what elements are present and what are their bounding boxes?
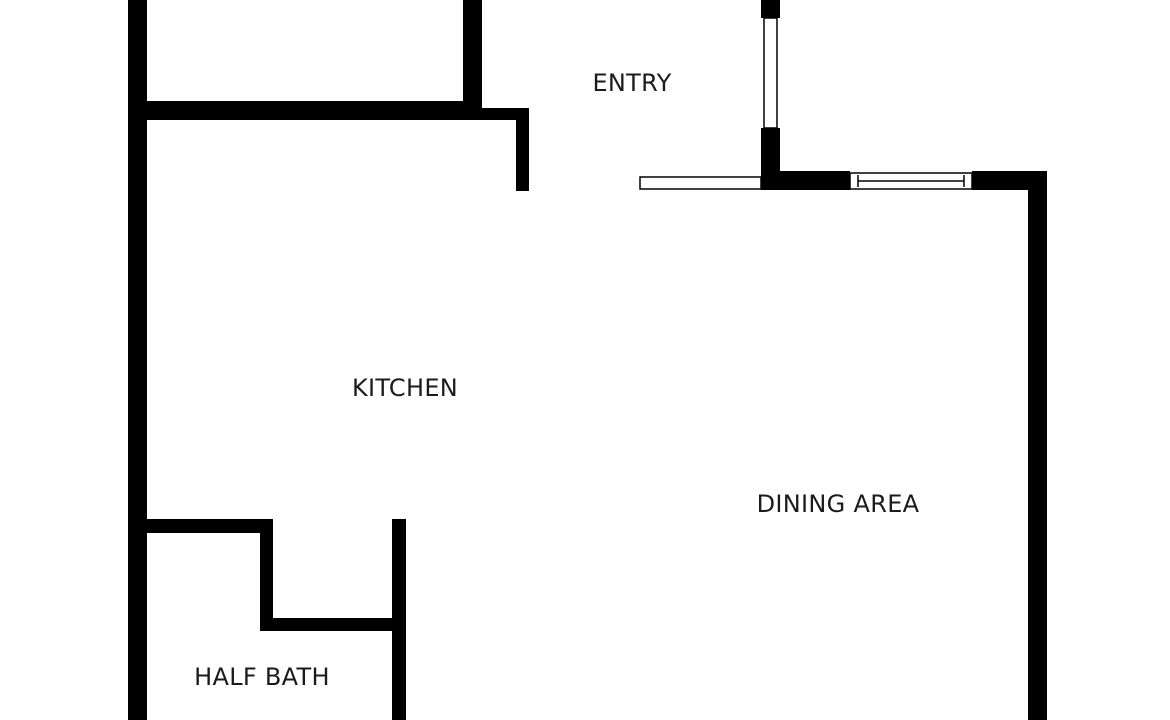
wall-closet-right xyxy=(463,0,482,108)
walls xyxy=(128,0,1047,720)
room-label-half-bath: HALF BATH xyxy=(194,663,330,691)
wall-entry-right-top xyxy=(761,0,780,18)
wall-kitchen-stub xyxy=(516,108,529,191)
wall-kitchen-top xyxy=(147,101,482,120)
wall-dining-top-right xyxy=(972,171,1046,190)
wall-bath-notch-horizontal xyxy=(260,618,406,631)
wall-dining-top-left xyxy=(780,171,850,190)
room-label-entry: ENTRY xyxy=(592,69,671,97)
wall-left-exterior xyxy=(128,0,147,720)
wall-entry-right-bottom xyxy=(761,128,780,190)
room-label-dining-area: DINING AREA xyxy=(757,490,920,518)
wall-bath-notch-vertical xyxy=(260,519,273,631)
wall-bath-top xyxy=(147,519,272,533)
wall-right-exterior xyxy=(1028,171,1047,720)
room-labels: ENTRY KITCHEN DINING AREA HALF BATH xyxy=(194,69,920,691)
room-label-kitchen: KITCHEN xyxy=(352,374,458,402)
entry-window xyxy=(763,17,778,129)
openings xyxy=(639,17,973,190)
door-threshold xyxy=(639,176,762,190)
wall-bath-right xyxy=(392,519,406,720)
